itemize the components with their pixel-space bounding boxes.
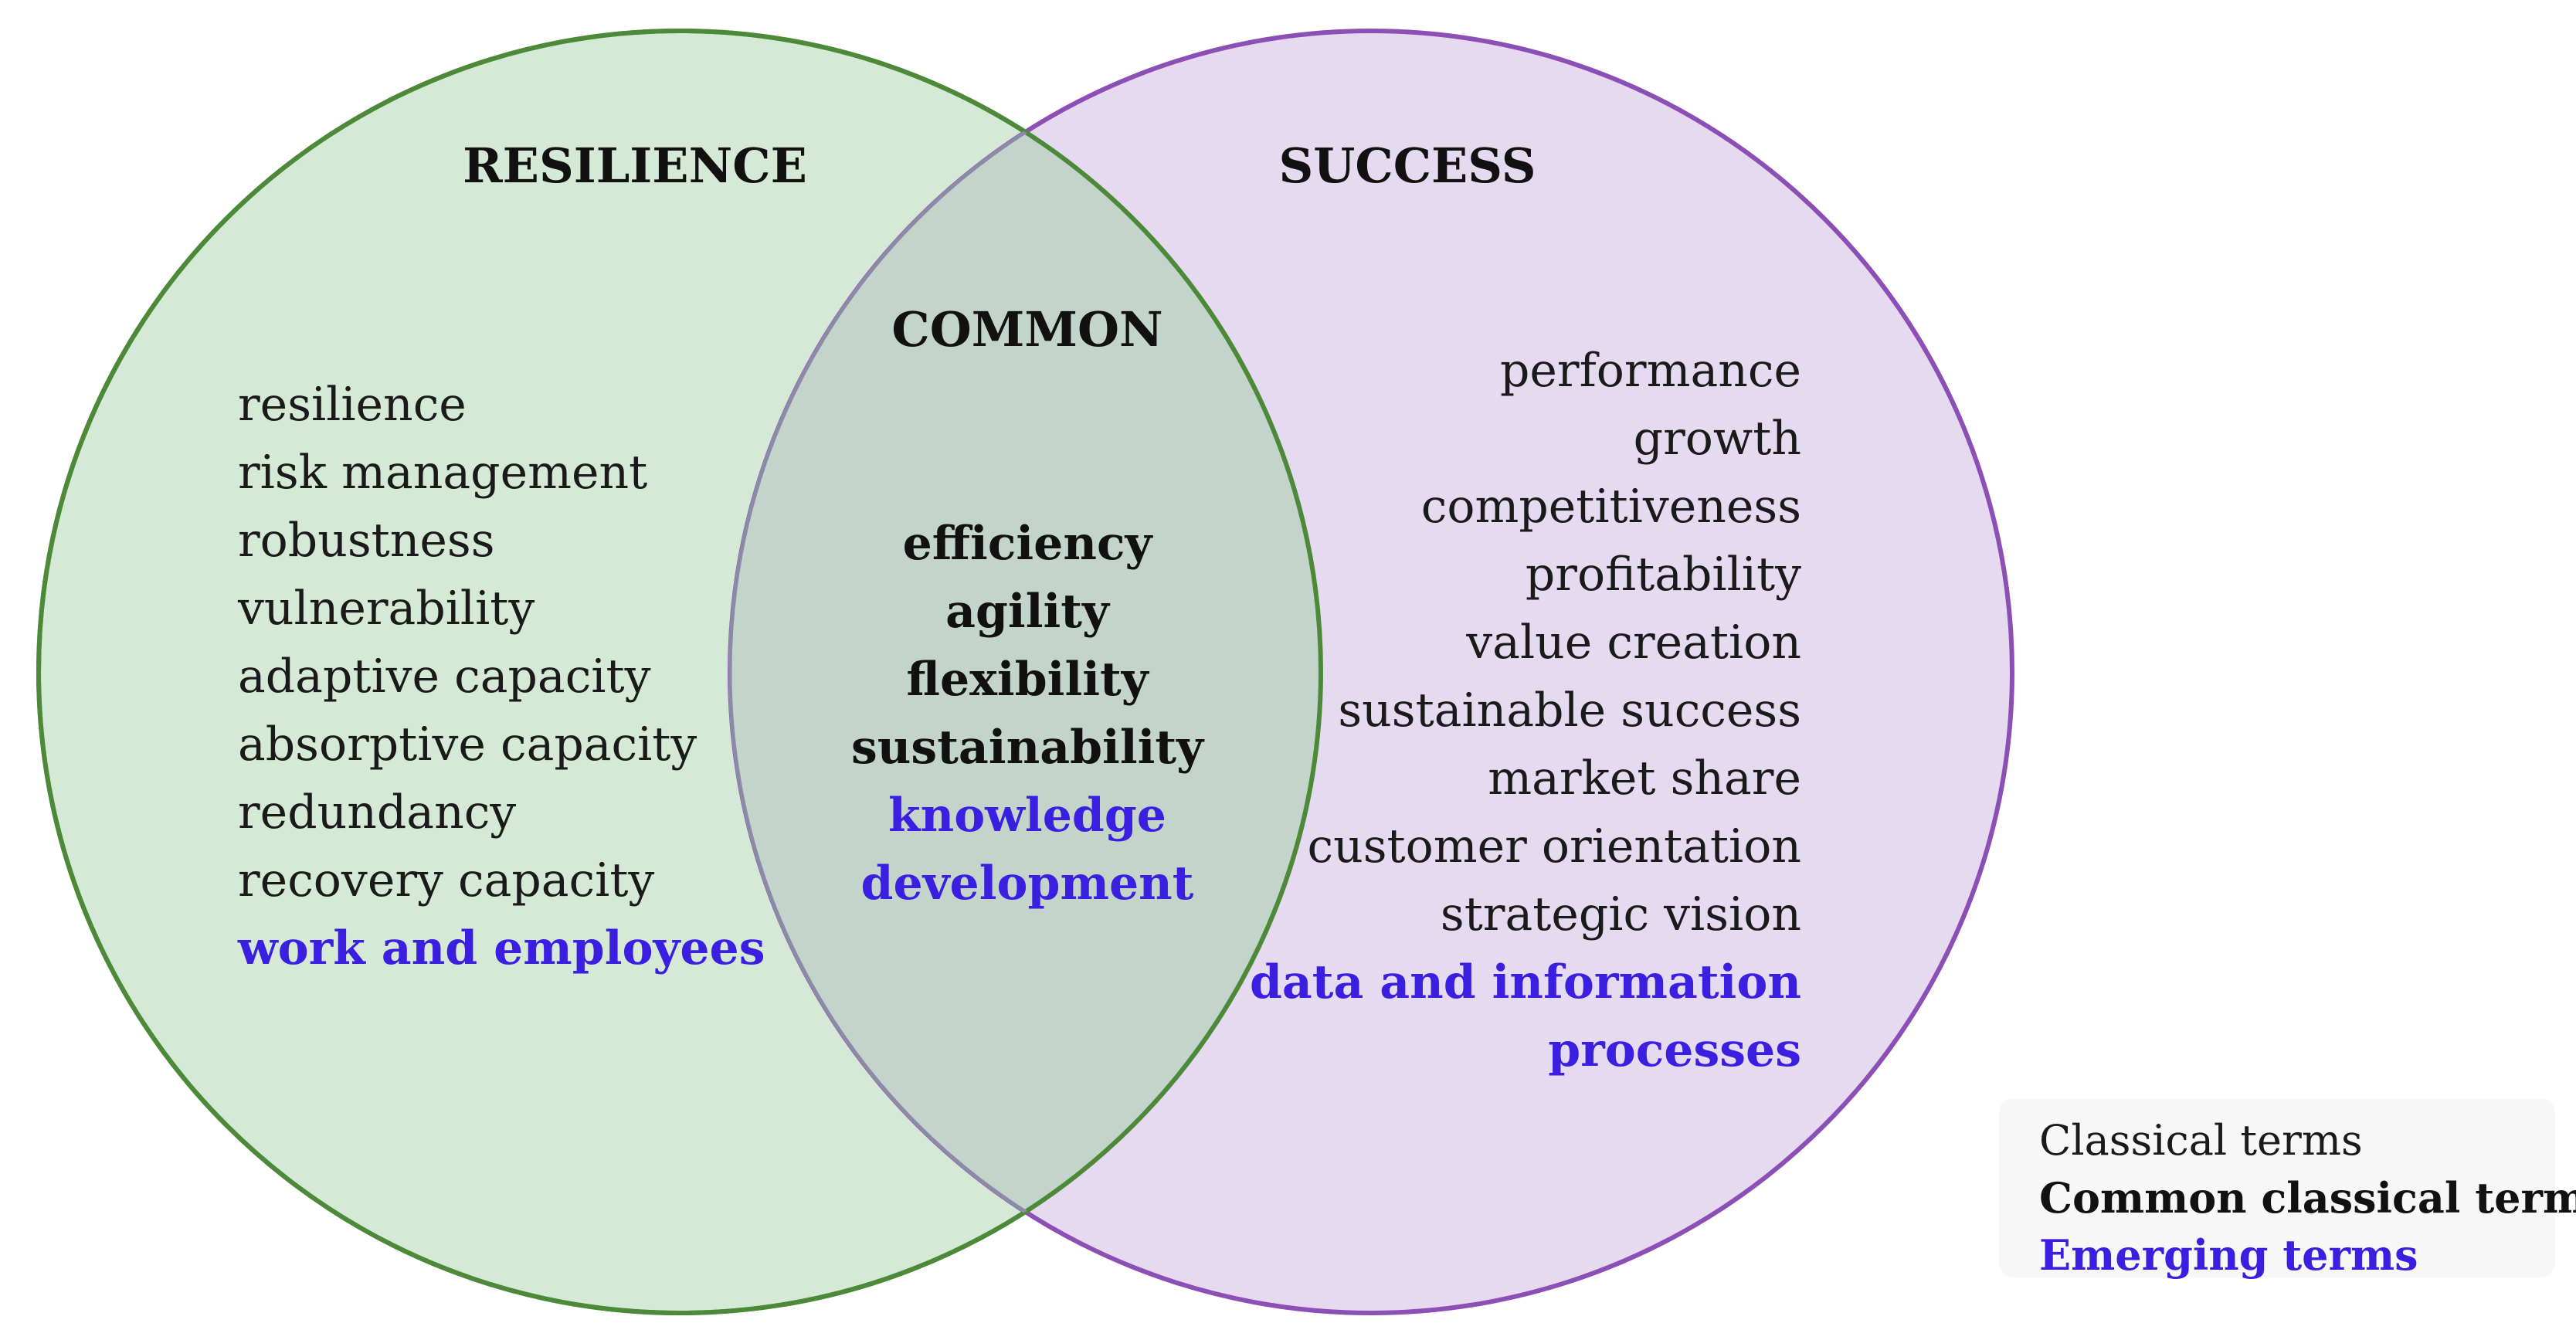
success-term-classical: sustainable success [1338, 684, 1801, 738]
legend-item-emerging: Emerging terms [2039, 1230, 2418, 1280]
legend: Classical terms Common classical terms E… [1999, 1098, 2576, 1280]
resilience-term-classical: robustness [238, 514, 495, 568]
legend-item-common: Common classical terms [2039, 1173, 2576, 1223]
resilience-term-classical: absorptive capacity [238, 717, 697, 772]
success-term-emerging: processes [1548, 1023, 1801, 1077]
success-circle-outline [728, 31, 1321, 1313]
success-term-list: performance growth competitiveness profitab… [1250, 337, 1801, 1084]
success-term-classical: strategic vision [1440, 887, 1801, 941]
resilience-term-classical: resilience [238, 378, 467, 432]
success-term-emerging: data and information [1249, 955, 1801, 1009]
common-term-common: agility [945, 585, 1109, 639]
success-term-classical: customer orientation [1307, 819, 1801, 874]
common-term-common: flexibility [906, 653, 1149, 707]
common-term-emerging: development [860, 857, 1194, 911]
resilience-title: RESILIENCE [463, 137, 807, 194]
resilience-term-classical: recovery capacity [238, 853, 655, 907]
resilience-term-classical: adaptive capacity [238, 650, 651, 704]
success-term-classical: profitability [1525, 548, 1801, 602]
success-term-classical: value creation [1466, 616, 1801, 670]
success-title: SUCCESS [1278, 137, 1536, 194]
common-term-list: efficiency agility flexibility sustainabili… [851, 510, 1203, 918]
success-term-classical: market share [1488, 751, 1801, 806]
success-term-classical: growth [1633, 412, 1801, 466]
common-title: COMMON [891, 301, 1163, 358]
overlap-region [730, 31, 1321, 1313]
resilience-term-emerging: work and employees [238, 921, 765, 975]
success-term-classical: performance [1499, 344, 1801, 398]
common-term-emerging: knowledge [888, 789, 1166, 843]
legend-item-classical: Classical terms [2039, 1116, 2363, 1165]
resilience-term-list: resilience risk management robustness vulne… [238, 371, 765, 982]
success-term-classical: competitiveness [1420, 480, 1801, 534]
resilience-term-classical: risk management [238, 446, 648, 500]
resilience-term-classical: vulnerability [238, 582, 535, 636]
resilience-term-classical: redundancy [238, 785, 517, 840]
common-term-common: efficiency [902, 517, 1152, 571]
common-term-common: sustainability [851, 721, 1203, 775]
resilience-circle-outline [36, 29, 1323, 1315]
